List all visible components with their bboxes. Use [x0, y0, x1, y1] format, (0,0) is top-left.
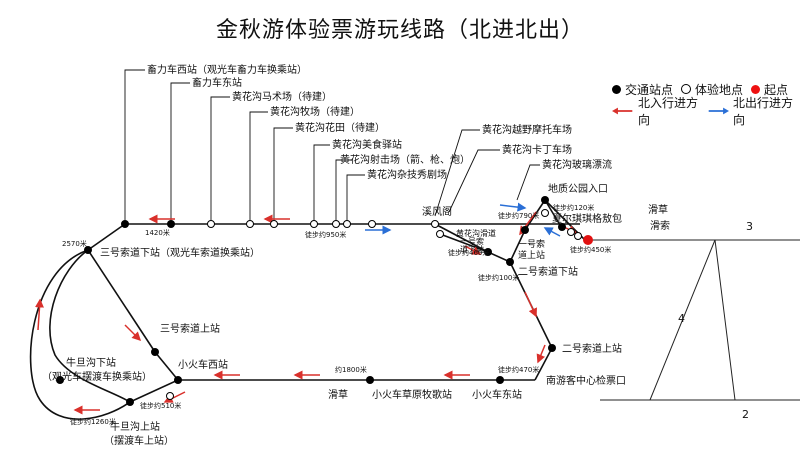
legend-start: 起点 [751, 81, 788, 98]
label-geopark: 地质公园入口 [548, 182, 608, 195]
legend-north-in: 北入行进方向 [612, 94, 699, 128]
label-niudan-up-a: 牛旦沟上站 [110, 420, 160, 433]
label-xuli-east: 畜力车东站 [192, 76, 242, 89]
label-xuli-west: 畜力车西站（观光车畜力车换乘站） [147, 63, 307, 76]
label-niudan-down-b: （观光车摆渡车换乘站） [42, 370, 152, 383]
start-point [583, 235, 593, 245]
legend-traffic-station: 交通站点 [612, 81, 673, 98]
station-dot [151, 348, 159, 356]
station-dot [126, 398, 134, 406]
label-xiaerqiqi: 夏尔琪琪格敖包 [552, 212, 622, 225]
label-slide: 黄花沟滑道 [456, 228, 496, 238]
legend-label: 北出行进方向 [733, 96, 794, 127]
distance-450: 徒步约450米 [570, 245, 611, 254]
label-huasuo: 滑索 [650, 219, 670, 232]
area-number-3: 3 [746, 220, 753, 233]
label-slide-sub1: 一号索 [460, 236, 484, 246]
station-dot [84, 246, 92, 254]
white-dot-icon [681, 84, 692, 94]
distance-1800: 约1800米 [335, 365, 367, 374]
north-out-arrows [365, 202, 561, 237]
distance-1260: 徒步约1260米 [70, 417, 116, 426]
distance-1420: 1420米 [145, 228, 170, 237]
label-motorbike: 黄花沟越野摩托车场 [482, 123, 572, 136]
station-dot [496, 376, 504, 384]
station-dot [174, 376, 182, 384]
label-grassland-station: 小火车草原牧歌站 [372, 388, 452, 401]
distance-950: 徒步约950米 [305, 230, 346, 239]
blue-arrow-icon [708, 107, 730, 115]
label-cableway3-up: 三号索道上站 [160, 322, 220, 335]
distance-790: 徒步约790米 [498, 211, 539, 220]
page-title: 金秋游体验票游玩线路（北进北出） [215, 18, 584, 43]
black-dot-icon [612, 84, 621, 94]
traffic-stations [56, 196, 566, 406]
experience-sites [166, 209, 582, 400]
label-slide-sub2: 道下站 [460, 244, 484, 254]
label-cableway2-down: 二号索道下站 [518, 265, 578, 278]
legend-label: 北入行进方向 [638, 96, 699, 127]
label-cableway3-down: 三号索道下站（观光车索道换乘站） [100, 246, 260, 259]
label-glass-rafting: 黄花沟玻璃漂流 [542, 158, 612, 171]
distance-2570: 2570米 [62, 239, 87, 248]
red-dot-icon [751, 84, 761, 94]
label-train-east: 小火车东站 [472, 388, 522, 401]
label-leaders [124, 69, 540, 224]
distance-460: 徒步约460米 [448, 248, 489, 257]
label-food-station: 黄花沟美食驿站 [332, 138, 402, 151]
label-south-center: 南游客中心检票口 [546, 374, 626, 387]
distance-120: 徒步约120米 [553, 203, 594, 212]
station-dot [56, 376, 64, 384]
legend-experience-site: 体验地点 [681, 81, 743, 98]
station-dot [167, 220, 175, 228]
legend-north-out: 北出行进方向 [707, 94, 794, 128]
label-huacao-2: 滑草 [328, 389, 348, 401]
legend-label: 交通站点 [625, 82, 674, 97]
station-dot [121, 220, 129, 228]
label-huacao: 滑草 [648, 204, 668, 216]
label-shooting: 黄花沟射击场（箭、枪、炮） [340, 153, 470, 166]
north-in-arrows [35, 211, 578, 415]
station-dot [558, 223, 566, 231]
station-dot [541, 196, 549, 204]
station-dot [366, 376, 374, 384]
label-equestrian: 黄花沟马术场（待建） [232, 90, 332, 103]
area-number-2: 2 [742, 408, 749, 421]
station-dot [521, 226, 529, 234]
label-niudan-down-a: 牛旦沟下站 [66, 356, 116, 369]
label-karting: 黄花沟卡丁车场 [502, 143, 572, 156]
label-flower-field: 黄花沟花田（待建） [295, 121, 385, 134]
area-number-4: 4 [678, 312, 685, 325]
distance-510: 徒步约510米 [140, 401, 181, 410]
station-dot [484, 248, 492, 256]
legend-label: 起点 [764, 82, 789, 97]
distance-470: 徒步约470米 [498, 365, 539, 374]
label-xifengge: 溪风阁 [422, 205, 452, 218]
label-cableway1-up-b: 道上站 [518, 249, 545, 261]
legend: 交通站点 体验地点 起点 北入行进方向 北出行进方向 [612, 78, 800, 127]
label-cableway1-up-a: 一号索 [518, 238, 545, 250]
station-dot [548, 344, 556, 352]
area-boundaries [585, 239, 800, 401]
label-cableway2-up: 二号索道上站 [562, 342, 622, 355]
red-arrow-icon [612, 107, 633, 115]
label-niudan-up-b: （摆渡车上站） [104, 434, 174, 447]
distance-100: 徒步约100米 [478, 273, 519, 282]
label-train-west: 小火车西站 [178, 358, 228, 371]
label-acrobatics: 黄花沟杂技秀剧场 [367, 168, 447, 181]
label-pasture: 黄花沟牧场（待建） [270, 105, 360, 118]
station-dot [506, 258, 514, 266]
legend-label: 体验地点 [695, 82, 744, 97]
